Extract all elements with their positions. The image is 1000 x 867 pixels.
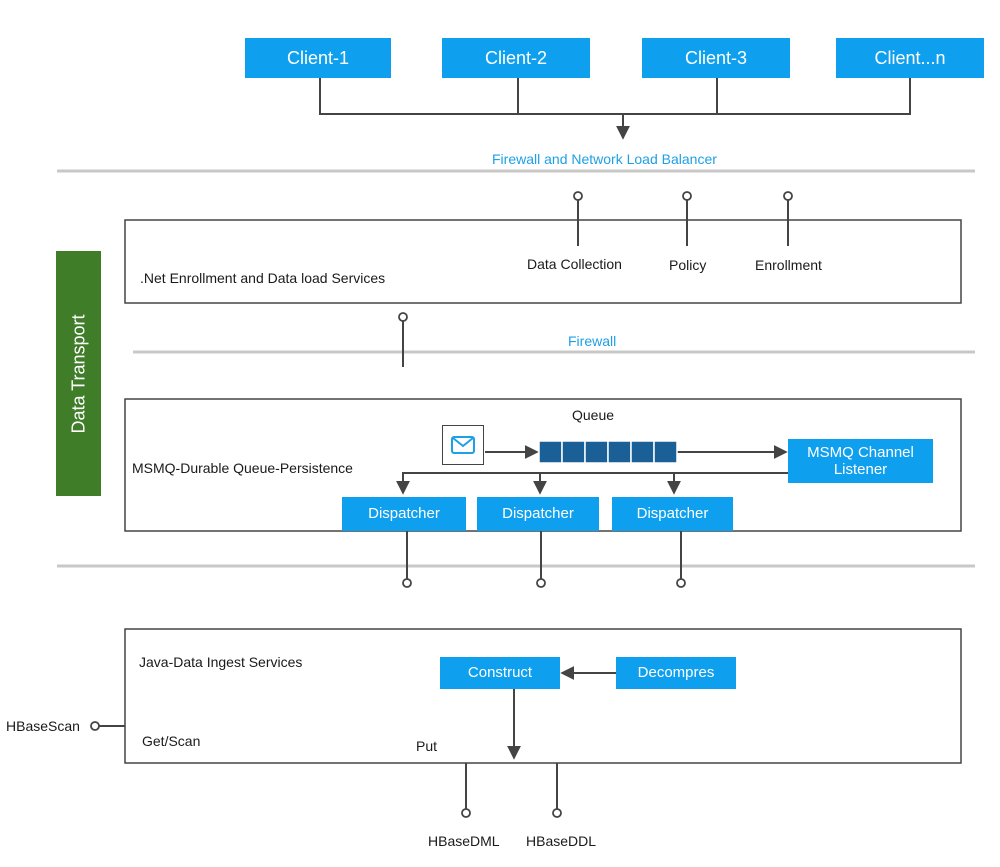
queue-label: Queue <box>572 407 615 423</box>
queue-cell <box>561 440 586 464</box>
firewall-label: Firewall <box>568 333 617 349</box>
queue-cell <box>538 440 563 464</box>
get-scan-label: Get/Scan <box>142 733 201 749</box>
envelope-icon <box>451 436 475 454</box>
data-transport-bar: Data Transport <box>56 251 101 496</box>
dispatcher-3-port <box>676 578 686 588</box>
client-n-label: Client...n <box>874 47 946 68</box>
construct-box: Construct <box>440 657 560 689</box>
msmq-listener-box: MSMQ Channel Listener <box>788 439 933 483</box>
queue <box>538 440 678 464</box>
hbase-ddl-port <box>552 808 562 818</box>
client-n-box: Client...n <box>836 38 984 78</box>
dispatcher-2-label: Dispatcher <box>502 505 574 523</box>
listener-to-dispatcher-1-arrow <box>396 472 788 495</box>
dispatcher-3-label: Dispatcher <box>636 505 709 523</box>
hbase-scan-label: HBaseScan <box>6 718 80 734</box>
queue-cell <box>653 440 678 464</box>
client-1-label: Client-1 <box>286 47 350 68</box>
dispatcher-2-port <box>536 578 546 588</box>
hbase-scan-port <box>90 721 100 731</box>
message-box <box>442 425 484 465</box>
msmq-container <box>124 398 962 532</box>
client-1-box: Client-1 <box>245 38 391 78</box>
data-collection-label: Data Collection <box>527 256 622 272</box>
queue-cell <box>607 440 632 464</box>
dispatcher-1-port <box>402 578 412 588</box>
queue-cell <box>584 440 609 464</box>
construct-label: Construct <box>467 664 533 682</box>
hbase-ddl-label: HBaseDDL <box>526 833 597 849</box>
policy-port <box>682 191 692 201</box>
dispatcher-2-box: Dispatcher <box>477 497 599 531</box>
hbase-dml-port <box>461 808 471 818</box>
decompres-label: Decompres <box>637 664 715 682</box>
java-services-container <box>124 628 962 764</box>
net-services-label: .Net Enrollment and Data load Services <box>140 270 386 286</box>
dispatcher-1-box: Dispatcher <box>342 497 466 531</box>
firewall-port <box>398 312 408 322</box>
queue-cell <box>630 440 655 464</box>
net-services-container <box>124 219 962 304</box>
put-label: Put <box>416 738 438 754</box>
enrollment-label: Enrollment <box>755 257 822 273</box>
policy-label: Policy <box>669 257 707 273</box>
client-2-label: Client-2 <box>484 47 548 68</box>
client-3-label: Client-3 <box>684 47 748 68</box>
client-bus-connector <box>319 78 911 115</box>
client-2-box: Client-2 <box>442 38 590 78</box>
separators <box>57 169 975 568</box>
decompres-box: Decompres <box>616 657 736 689</box>
data-collection-port <box>573 191 583 201</box>
client-3-box: Client-3 <box>642 38 790 78</box>
firewall-nlb-label: Firewall and Network Load Balancer <box>492 151 717 167</box>
msmq-label: MSMQ-Durable Queue-Persistence <box>132 460 353 476</box>
data-transport-label: Data Transport <box>68 313 88 434</box>
java-services-label: Java-Data Ingest Services <box>139 654 303 670</box>
msmq-listener-label: MSMQ Channel Listener <box>807 443 914 478</box>
dispatcher-1-label: Dispatcher <box>368 505 440 523</box>
enrollment-port <box>783 191 793 201</box>
hbase-dml-label: HBaseDML <box>428 833 500 849</box>
dispatcher-3-box: Dispatcher <box>612 497 733 531</box>
